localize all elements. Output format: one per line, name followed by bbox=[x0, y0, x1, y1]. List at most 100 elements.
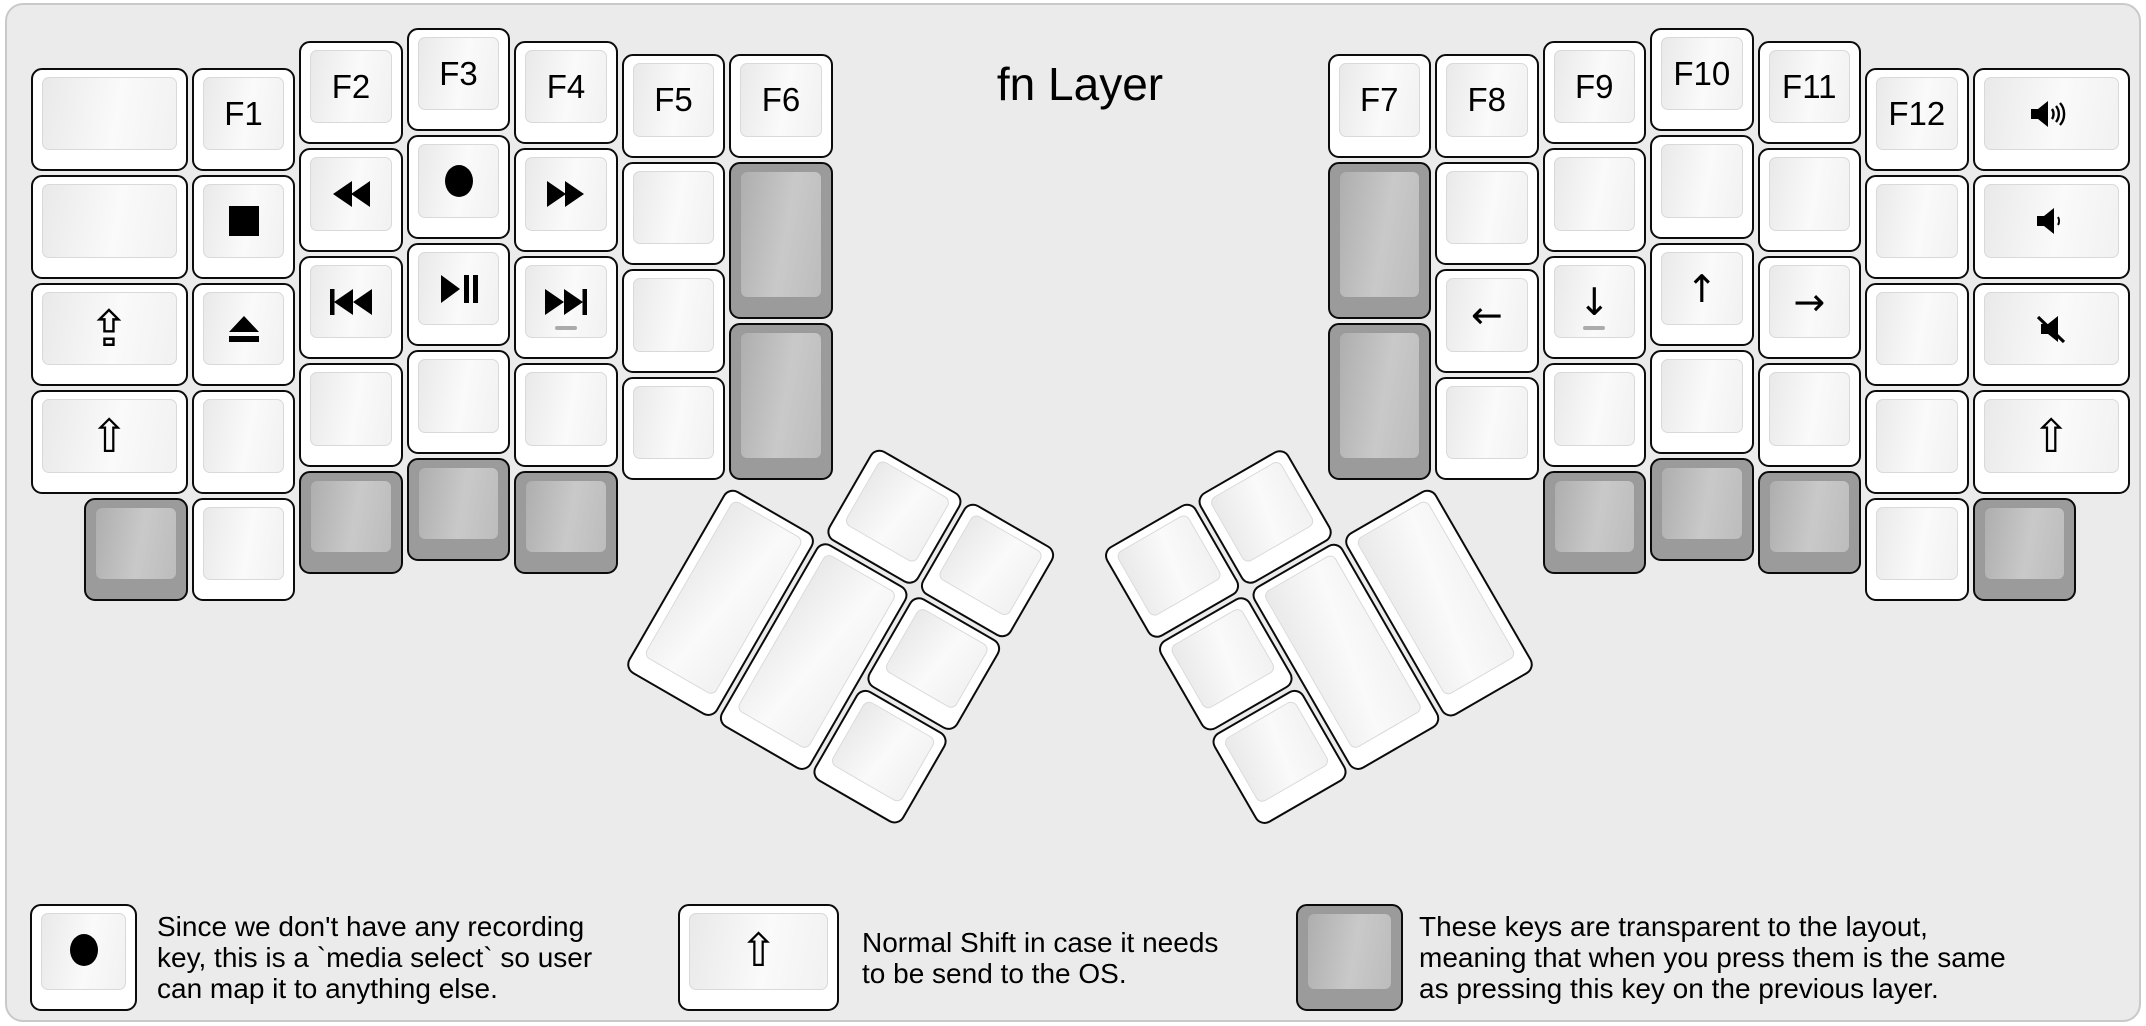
key-blank[interactable] bbox=[1757, 148, 1861, 252]
key-volume-up[interactable] bbox=[1972, 67, 2130, 172]
keycap-surface bbox=[1661, 466, 1743, 540]
keycap-surface bbox=[41, 184, 177, 258]
key-arrow-down[interactable]: ↓ bbox=[1542, 255, 1646, 360]
key-blank[interactable] bbox=[621, 161, 726, 266]
key-transparent[interactable] bbox=[406, 457, 511, 561]
keycap-surface bbox=[1553, 157, 1635, 231]
key-blank[interactable] bbox=[1757, 363, 1861, 467]
key-f7[interactable]: F7 bbox=[1327, 54, 1431, 158]
key-volume-down[interactable] bbox=[1972, 175, 2130, 279]
key-f1[interactable]: F1 bbox=[191, 67, 296, 172]
key-label: F3 bbox=[439, 54, 478, 92]
key-blank[interactable] bbox=[1542, 363, 1646, 467]
key-glyph: ← bbox=[1470, 293, 1503, 338]
keycap-surface bbox=[95, 506, 177, 581]
key-blank[interactable] bbox=[621, 376, 726, 481]
previous-track-icon bbox=[301, 262, 401, 342]
key-fast-forward[interactable] bbox=[514, 148, 618, 252]
key-f5[interactable]: F5 bbox=[621, 54, 726, 158]
key-volume-mute[interactable] bbox=[1972, 282, 2130, 387]
keycap-surface bbox=[1446, 385, 1528, 460]
keycap-surface bbox=[1876, 506, 1958, 581]
keycap-surface bbox=[1553, 264, 1635, 339]
key-transparent[interactable] bbox=[729, 323, 833, 481]
key-label: F11 bbox=[1782, 67, 1837, 105]
key-media-select[interactable] bbox=[406, 135, 511, 239]
key-transparent[interactable] bbox=[1757, 470, 1861, 575]
keycap-surface bbox=[1446, 170, 1528, 245]
legend-text: Since we don't have any recording key, t… bbox=[157, 911, 593, 1004]
key-transparent[interactable] bbox=[1327, 161, 1431, 320]
keycap-surface bbox=[202, 506, 285, 581]
key-f2[interactable]: F2 bbox=[299, 40, 403, 145]
key-transparent[interactable] bbox=[1972, 497, 2076, 602]
key-blank[interactable] bbox=[1542, 148, 1646, 252]
key-blank[interactable] bbox=[1650, 135, 1754, 239]
key-f9[interactable]: F9 bbox=[1542, 40, 1646, 145]
keycap-surface bbox=[1553, 479, 1635, 554]
key-glyph: ⇧ bbox=[89, 409, 129, 464]
keycap-surface bbox=[1661, 359, 1743, 433]
key-f6[interactable]: F6 bbox=[729, 54, 833, 158]
key-blank[interactable] bbox=[299, 363, 403, 467]
key-previous-track[interactable] bbox=[299, 255, 403, 360]
key-transparent[interactable] bbox=[84, 497, 188, 602]
key-blank[interactable] bbox=[30, 67, 188, 172]
key-arrow-right[interactable]: → bbox=[1757, 255, 1861, 360]
key-blank[interactable] bbox=[1865, 175, 1969, 279]
key-blank[interactable] bbox=[1865, 390, 1969, 494]
key-blank[interactable] bbox=[191, 497, 296, 602]
homing-bar bbox=[555, 326, 577, 331]
keycap-surface bbox=[525, 479, 607, 554]
key-f8[interactable]: F8 bbox=[1435, 54, 1539, 158]
keycap-surface bbox=[936, 512, 1044, 618]
key-shift[interactable]: ⇧ bbox=[1972, 390, 2130, 494]
legend-key-transparent[interactable] bbox=[1296, 904, 1403, 1011]
key-label: F2 bbox=[331, 67, 371, 105]
key-stop[interactable] bbox=[191, 175, 296, 279]
key-arrow-left[interactable]: ← bbox=[1435, 269, 1539, 373]
key-blank[interactable] bbox=[1865, 497, 1969, 602]
key-blank[interactable] bbox=[406, 350, 511, 454]
key-arrow-up[interactable]: ↑ bbox=[1650, 242, 1754, 346]
key-shift[interactable]: ⇧ bbox=[30, 390, 188, 494]
key-blank[interactable] bbox=[1865, 282, 1969, 387]
key-label: F9 bbox=[1574, 67, 1614, 105]
key-blank[interactable] bbox=[621, 269, 726, 373]
keycap-surface bbox=[310, 372, 392, 446]
key-label: F6 bbox=[761, 81, 801, 119]
key-transparent[interactable] bbox=[1327, 323, 1431, 481]
key-blank[interactable] bbox=[1435, 161, 1539, 266]
keycap-surface bbox=[632, 385, 715, 460]
key-glyph: ⇧ bbox=[739, 923, 778, 977]
key-blank[interactable] bbox=[30, 175, 188, 279]
keycap-surface bbox=[1338, 332, 1420, 460]
key-next-track[interactable] bbox=[514, 255, 618, 360]
key-label: F1 bbox=[224, 94, 263, 132]
key-transparent[interactable] bbox=[1650, 457, 1754, 561]
key-rewind[interactable] bbox=[299, 148, 403, 252]
key-play-pause[interactable] bbox=[406, 242, 511, 346]
keycap-surface bbox=[632, 63, 715, 137]
key-glyph: ⇧ bbox=[2031, 409, 2071, 464]
key-f12[interactable]: F12 bbox=[1865, 67, 1969, 172]
key-f10[interactable]: F10 bbox=[1650, 27, 1754, 131]
key-caps-lock[interactable]: ⇪ bbox=[30, 282, 188, 387]
key-blank[interactable] bbox=[514, 363, 618, 467]
key-transparent[interactable] bbox=[729, 161, 833, 320]
legend-key-shift[interactable]: ⇧ bbox=[678, 904, 839, 1011]
key-blank[interactable] bbox=[1650, 350, 1754, 454]
key-f3[interactable]: F3 bbox=[406, 27, 511, 131]
key-eject[interactable] bbox=[191, 282, 296, 387]
keycap-surface bbox=[1661, 36, 1743, 110]
layer-title: fn Layer bbox=[996, 58, 1164, 110]
legend-key-media-select[interactable] bbox=[30, 904, 137, 1011]
key-blank[interactable] bbox=[1435, 376, 1539, 481]
key-f4[interactable]: F4 bbox=[514, 40, 618, 145]
keycap-surface bbox=[1553, 372, 1635, 446]
key-blank[interactable] bbox=[191, 390, 296, 494]
key-transparent[interactable] bbox=[299, 470, 403, 575]
key-f11[interactable]: F11 bbox=[1757, 40, 1861, 145]
key-transparent[interactable] bbox=[1542, 470, 1646, 575]
key-transparent[interactable] bbox=[514, 470, 618, 575]
